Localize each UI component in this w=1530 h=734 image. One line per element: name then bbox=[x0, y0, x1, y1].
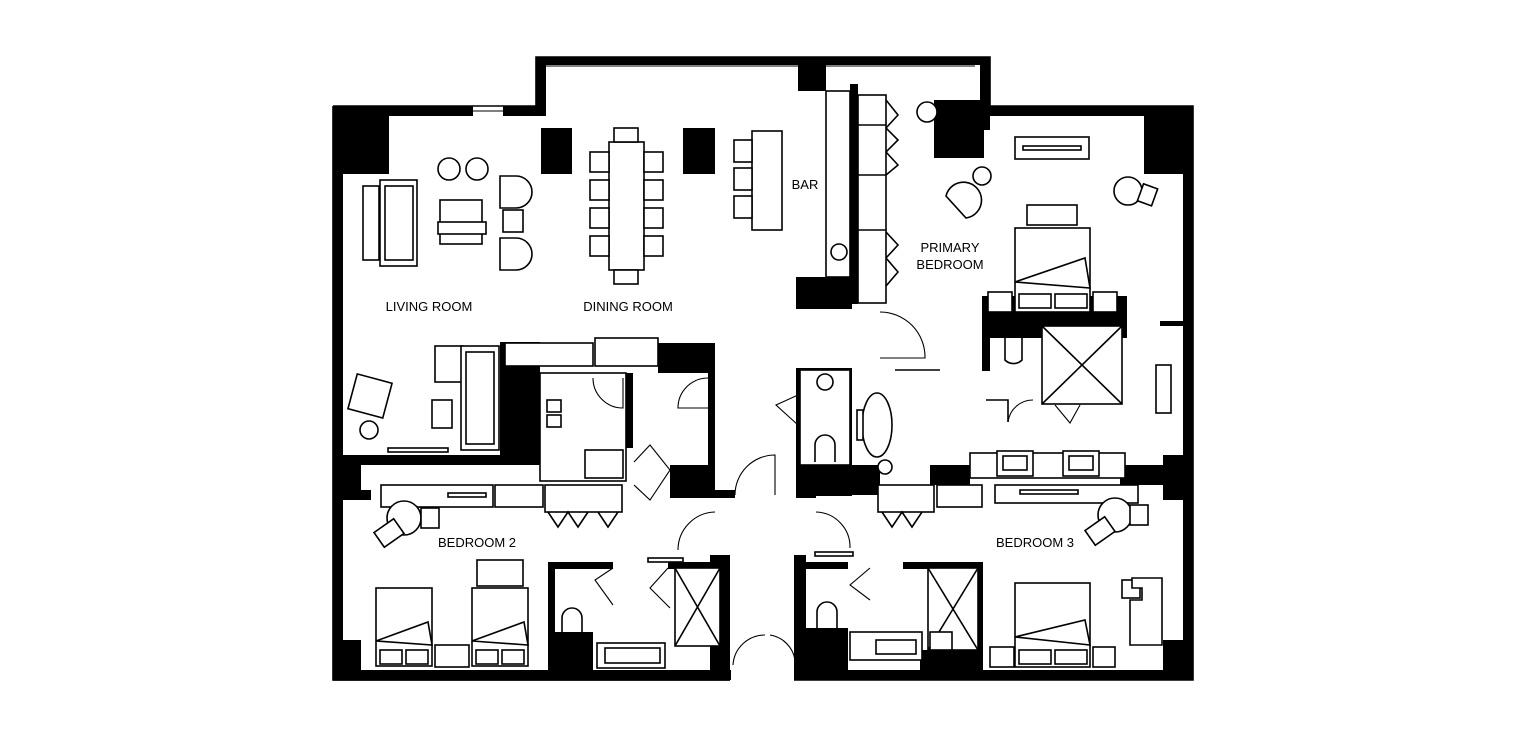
label-primary-line1: PRIMARY bbox=[921, 240, 980, 255]
bedroom-3-furniture bbox=[816, 484, 1163, 668]
label-bedroom-3: BEDROOM 3 bbox=[996, 535, 1074, 550]
label-dining-room: DINING ROOM bbox=[583, 299, 673, 314]
primary-bedroom-furniture bbox=[879, 101, 1172, 479]
bedroom-2-furniture bbox=[372, 484, 721, 669]
room-labels: LIVING ROOM DINING ROOM BAR PRIMARY BEDR… bbox=[386, 177, 1074, 550]
entry-doors bbox=[594, 454, 871, 666]
center-bath bbox=[539, 369, 893, 501]
label-living-room: LIVING ROOM bbox=[386, 299, 473, 314]
bar-area bbox=[733, 90, 900, 304]
dining-room-furniture bbox=[504, 127, 715, 367]
exterior-walls bbox=[332, 56, 1194, 681]
label-bedroom-2: BEDROOM 2 bbox=[438, 535, 516, 550]
living-room-furniture bbox=[346, 157, 533, 453]
label-primary-line2: BEDROOM bbox=[916, 257, 983, 272]
interior-walls bbox=[343, 84, 1193, 680]
label-bar: BAR bbox=[792, 177, 819, 192]
